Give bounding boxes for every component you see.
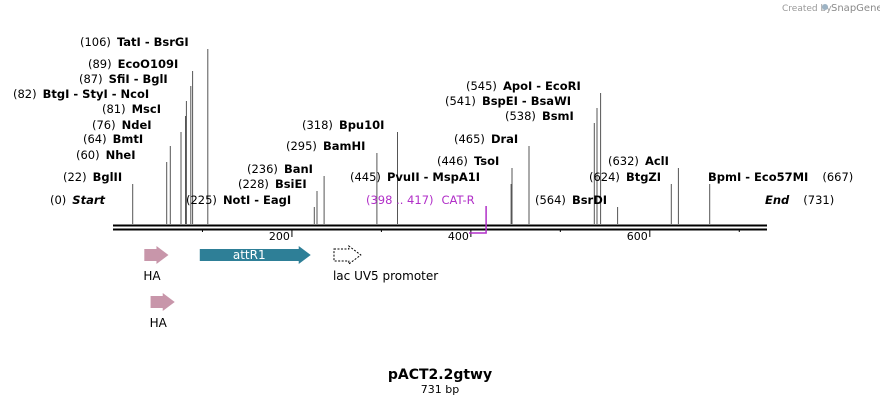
site-label: (81)MscI <box>102 102 161 116</box>
site-label: (64)BmtI <box>83 132 143 146</box>
site-bpu10i[interactable]: (318)Bpu10I <box>302 118 398 224</box>
site-bglii[interactable]: (22)BglII <box>63 170 134 224</box>
site-label: (225)NotI - EagI <box>186 193 291 207</box>
feature-arrow-icon <box>333 245 362 265</box>
map-title: pACT2.2gtwy <box>388 367 492 383</box>
site-bamhi[interactable]: (295)BamHI <box>286 139 378 224</box>
site-label: (545)ApoI - EcoRI <box>466 79 581 93</box>
site-tati-bsrgi[interactable]: (106)TatI - BsrGI <box>80 35 209 224</box>
site-noti-eagi[interactable]: (225)NotI - EagI <box>186 193 315 224</box>
site-nhei[interactable]: (60)NheI <box>76 148 168 224</box>
feature-label: HA <box>150 316 168 330</box>
site-label: (538)BsmI <box>505 109 574 123</box>
feature-ha[interactable]: HA <box>150 293 175 330</box>
primer-label: (398 .. 417)CAT-R <box>366 193 475 207</box>
site-bsiei[interactable]: (228)BsiEI <box>238 177 318 224</box>
site-tsoi[interactable]: (446)TsoI <box>437 154 513 224</box>
site-sfii-bgli[interactable]: (87)SfiI - BglI <box>79 72 192 224</box>
site-label: (82)BtgI - StyI - NcoI <box>13 87 149 101</box>
site-label: BpmI - Eco57MI(667) <box>708 170 853 184</box>
site-label: (446)TsoI <box>437 154 499 168</box>
site-btgi-styi-ncoi[interactable]: (82)BtgI - StyI - NcoI <box>13 87 187 224</box>
site-start[interactable]: (0)Start <box>50 193 106 207</box>
site-bmti[interactable]: (64)BmtI <box>83 132 171 224</box>
site-bpmi-eco57mi[interactable]: BpmI - Eco57MI(667) <box>708 170 853 224</box>
site-pvuii-mspa1i[interactable]: (445)PvuII - MspA1I <box>350 170 512 224</box>
site-label: (564)BsrDI <box>535 193 607 207</box>
site-label: (87)SfiI - BglI <box>79 72 168 86</box>
site-label: End(731) <box>765 193 834 207</box>
feature-ha[interactable]: HA <box>143 246 169 283</box>
feature-label: lac UV5 promoter <box>333 269 438 283</box>
feature-label: HA <box>143 269 161 283</box>
ruler-label: 400 <box>448 230 469 243</box>
ruler-label: 200 <box>269 230 290 243</box>
site-label: (236)BanI <box>247 162 313 176</box>
site-ecoo109i[interactable]: (89)EcoO109I <box>88 57 194 224</box>
restriction-sites: (0)Start (22)BglII (60)NheI (64)BmtI(76)Nde… <box>13 35 853 224</box>
ruler: 200 400 600 <box>201 229 740 243</box>
site-bsrdi[interactable]: (564)BsrDI <box>535 193 619 224</box>
site-label: (89)EcoO109I <box>88 57 178 71</box>
site-label: (632)AclI <box>608 154 669 168</box>
site-label: (0)Start <box>50 193 106 207</box>
sequence-length: 731 bp <box>421 383 459 396</box>
site-bsmi[interactable]: (538)BsmI <box>505 109 595 224</box>
site-label: (445)PvuII - MspA1I <box>350 170 480 184</box>
primer-arrow-icon <box>469 206 487 234</box>
credit-brand: SnapGene <box>831 3 880 14</box>
site-drai[interactable]: (465)DraI <box>454 132 530 224</box>
site-btgzi[interactable]: (624)BtgZI <box>589 170 672 224</box>
site-bani[interactable]: (236)BanI <box>247 162 325 224</box>
site-end[interactable]: End(731) <box>765 193 834 207</box>
snapgene-logo-icon <box>822 4 828 10</box>
feature-arrow-icon <box>199 246 311 264</box>
site-label: (60)NheI <box>76 148 136 162</box>
site-label: (22)BglII <box>63 170 122 184</box>
site-label: (295)BamHI <box>286 139 365 153</box>
feature-label: attR1 <box>233 248 266 262</box>
feature-lac-uv5-promoter[interactable]: lac UV5 promoter <box>333 245 438 283</box>
site-label: (624)BtgZI <box>589 170 661 184</box>
site-label: (318)Bpu10I <box>302 118 384 132</box>
site-label: (465)DraI <box>454 132 518 146</box>
site-acli[interactable]: (632)AclI <box>608 154 679 224</box>
site-label: (541)BspEI - BsaWI <box>445 94 571 108</box>
feature-attr1[interactable]: attR1 <box>199 246 311 264</box>
site-label: (106)TatI - BsrGI <box>80 35 189 49</box>
site-label: (228)BsiEI <box>238 177 307 191</box>
site-bspei-bsawi[interactable]: (541)BspEI - BsaWI <box>445 94 598 224</box>
credit-text: Created by <box>782 4 832 14</box>
site-ndei[interactable]: (76)NdeI <box>92 118 182 224</box>
feature-arrow-icon <box>150 293 175 311</box>
feature-arrow-icon <box>144 246 169 264</box>
site-msci[interactable]: (81)MscI <box>102 102 186 224</box>
ruler-label: 600 <box>627 230 648 243</box>
sequence-backbone <box>113 224 767 231</box>
site-apoi-ecori[interactable]: (545)ApoI - EcoRI <box>466 79 602 224</box>
primer-cat-r[interactable]: (398 .. 417)CAT-R <box>366 193 487 234</box>
site-label: (76)NdeI <box>92 118 152 132</box>
